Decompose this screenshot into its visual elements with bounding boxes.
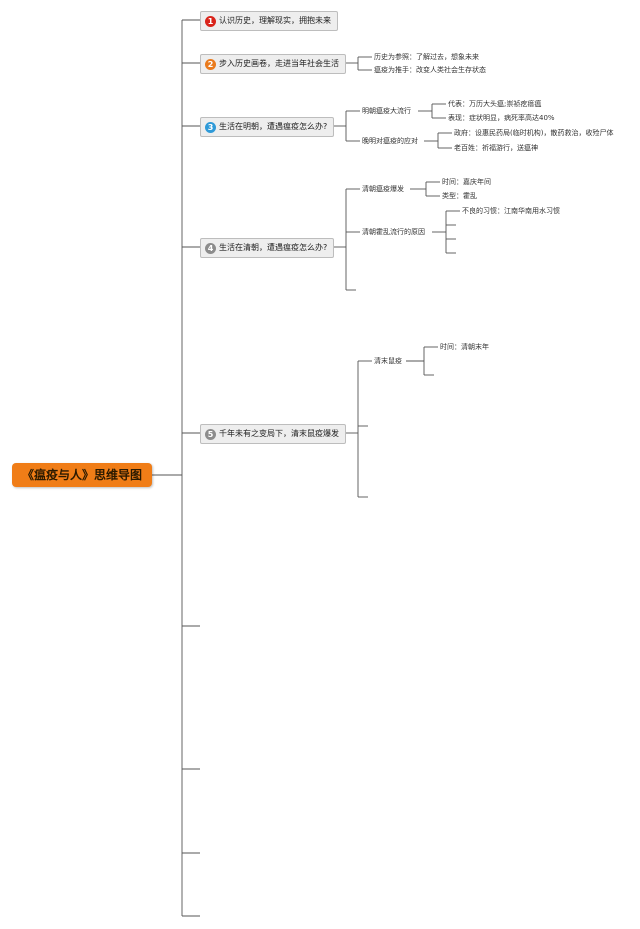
branch-4-node[interactable]: 4 生活在清朝，遭遇瘟疫怎么办?: [200, 238, 335, 258]
branch-5-label: 千年未有之变局下，清末鼠疫爆发: [219, 429, 339, 438]
topic-node[interactable]: 明朝瘟疫大流行: [362, 107, 411, 115]
topic-node[interactable]: 清末鼠疫: [374, 357, 402, 365]
topic-node[interactable]: 清朝霍乱流行的原因: [362, 228, 425, 236]
topic-node[interactable]: 晚明对瘟疫的应对: [362, 137, 418, 145]
topic-node[interactable]: 代表：万历大头瘟;崇祯疙瘩瘟: [448, 100, 542, 108]
branch-3-node[interactable]: 3 生活在明朝，遭遇瘟疫怎么办?: [200, 117, 335, 137]
topic-node[interactable]: 表现：症状明显，病死率高达40%: [448, 114, 555, 122]
topic-node[interactable]: 政府：设惠民药局(临时机构)，散药救治，收殓尸体: [454, 129, 614, 137]
branch-4-label: 生活在清朝，遭遇瘟疫怎么办?: [219, 243, 328, 252]
topic-node[interactable]: 类型：霍乱: [442, 192, 477, 200]
topic-node[interactable]: 不良的习惯：江南华南用水习惯: [462, 207, 560, 215]
number-badge: 3: [205, 121, 216, 133]
topic-node[interactable]: 瘟疫为推手：改变人类社会生存状态: [374, 66, 486, 74]
number-badge: 1: [205, 15, 216, 27]
root-node[interactable]: 《瘟疫与人》思维导图: [12, 463, 152, 487]
branch-2-label: 步入历史画卷，走进当年社会生活: [219, 59, 339, 68]
topic-node[interactable]: 清朝瘟疫爆发: [362, 185, 404, 193]
branch-1-node[interactable]: 1 认识历史，理解现实，拥抱未来: [200, 11, 338, 31]
number-badge: 5: [205, 428, 216, 440]
branch-3-label: 生活在明朝，遭遇瘟疫怎么办?: [219, 122, 328, 131]
topic-node[interactable]: 时间：嘉庆年间: [442, 178, 491, 186]
number-badge: 4: [205, 242, 216, 254]
topic-node[interactable]: 老百姓：祈福游行，送瘟神: [454, 144, 538, 152]
branch-2-node[interactable]: 2 步入历史画卷，走进当年社会生活: [200, 54, 346, 74]
root-title: 《瘟疫与人》思维导图: [21, 468, 142, 482]
number-badge: 2: [205, 58, 216, 70]
topic-node[interactable]: 历史为参照：了解过去，想象未来: [374, 53, 479, 61]
branch-5-node[interactable]: 5 千年未有之变局下，清末鼠疫爆发: [200, 424, 346, 444]
topic-node[interactable]: 时间：清朝末年: [440, 343, 489, 351]
branch-1-label: 认识历史，理解现实，拥抱未来: [219, 16, 331, 25]
